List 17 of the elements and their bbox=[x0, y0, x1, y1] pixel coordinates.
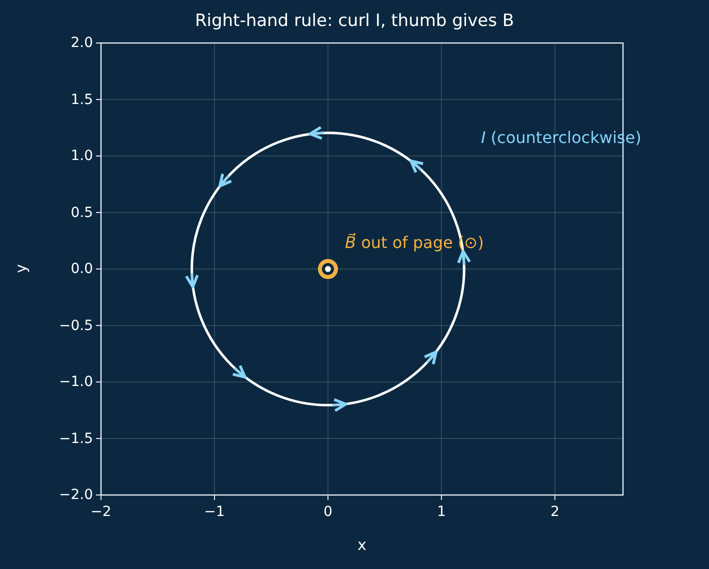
tick-label: 1.5 bbox=[70, 92, 93, 106]
chart-title: Right-hand rule: curl I, thumb gives B bbox=[194, 13, 516, 30]
tick-label: −1.5 bbox=[59, 432, 93, 446]
tick-label: −1 bbox=[203, 505, 226, 519]
axis-label: x bbox=[356, 538, 368, 553]
tick-label: 0 bbox=[322, 505, 334, 519]
tick-label: 2 bbox=[549, 505, 560, 519]
tick-label: −2.0 bbox=[59, 488, 93, 502]
tick-label: 1 bbox=[436, 505, 447, 519]
tick-label: 0.0 bbox=[70, 262, 93, 276]
tick-label: 2.0 bbox=[70, 36, 93, 50]
tick-label: 1.0 bbox=[70, 149, 93, 163]
axis-label: y bbox=[14, 264, 29, 273]
tick-label: 0.5 bbox=[70, 206, 93, 220]
tick-label: −2 bbox=[90, 505, 112, 519]
tick-label: −1.0 bbox=[59, 375, 93, 389]
tick-label: −0.5 bbox=[59, 318, 93, 332]
